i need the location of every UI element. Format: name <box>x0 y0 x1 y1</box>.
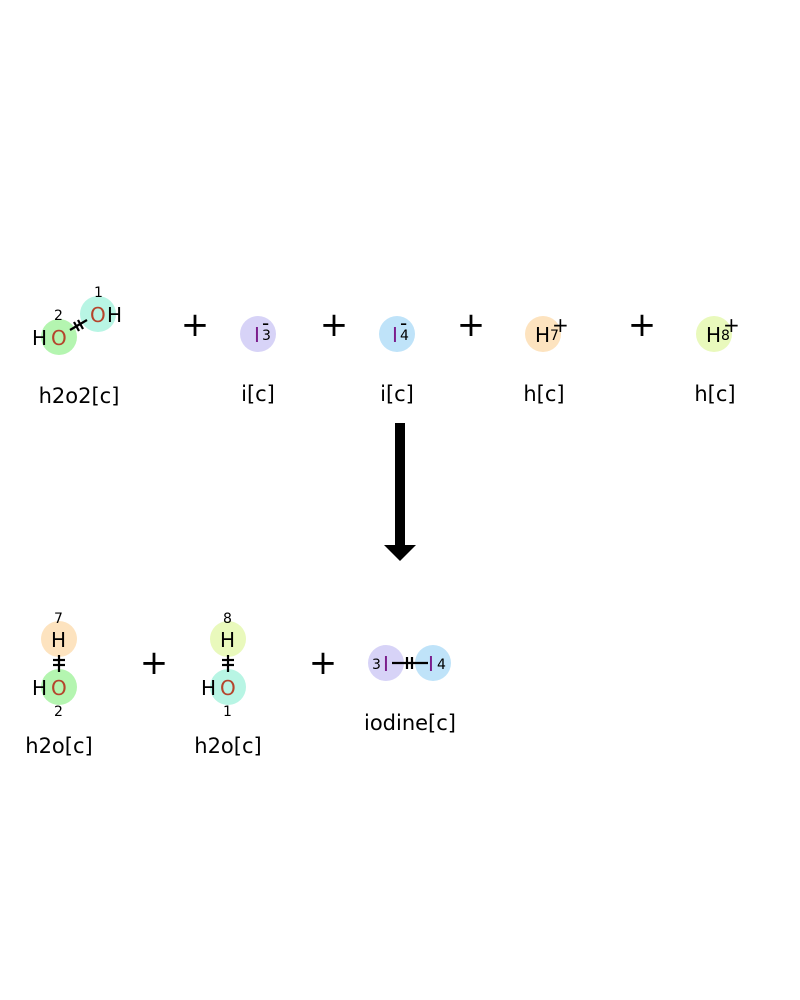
atom-o2-number: 2 <box>54 704 63 720</box>
atom-o1-hydrogen: H <box>107 303 122 327</box>
atom-h7-label: H <box>535 323 550 347</box>
reactant-h2o2: O H 1 H O 2 h2o2[c] <box>32 285 122 408</box>
atom-i4-label: I <box>392 323 398 347</box>
atom-o1-number: 1 <box>94 285 103 301</box>
atom-i4-number: 4 <box>437 657 446 673</box>
compound-name-i3: i[c] <box>241 382 275 406</box>
atom-highlight-h8 <box>696 316 732 352</box>
atom-highlight-i4 <box>415 645 451 681</box>
compound-name-h7: h[c] <box>523 382 564 406</box>
atom-i4-charge: - <box>400 311 407 335</box>
reactant-iodide-4: I 4 - i[c] <box>379 311 415 406</box>
atom-highlight-i3 <box>368 645 404 681</box>
atom-h8-number: 8 <box>223 611 232 627</box>
atom-o1-number: 1 <box>223 704 232 720</box>
plus-sign: + <box>320 305 349 345</box>
product-water-2: 8 H H O 1 h2o[c] <box>194 611 261 758</box>
atom-highlight-o1 <box>80 296 116 332</box>
plus-sign: + <box>628 305 657 345</box>
atom-h7-number: 7 <box>550 328 559 344</box>
atom-h7-number: 7 <box>54 611 63 627</box>
atom-h8-number: 8 <box>721 328 730 344</box>
atom-o1-label: O <box>90 303 106 327</box>
atom-h7-label: H <box>51 628 66 652</box>
atom-highlight-i3 <box>240 316 276 352</box>
atom-i3-number: 3 <box>372 657 381 673</box>
atom-i3-charge: - <box>262 311 269 335</box>
plus-sign: + <box>181 305 210 345</box>
product-water-1: 7 H H O 2 h2o[c] <box>25 611 92 758</box>
compound-name-h2o2: h2o2[c] <box>39 384 120 408</box>
compound-name-iodine: iodine[c] <box>364 711 456 735</box>
compound-name-water-2: h2o[c] <box>194 734 261 758</box>
plus-sign: + <box>309 643 338 683</box>
atom-o2-label: O <box>51 676 67 700</box>
atom-o2-number: 2 <box>54 308 63 324</box>
atom-o1-label: O <box>220 676 236 700</box>
atom-highlight-h8 <box>210 621 246 657</box>
atom-highlight-h7 <box>525 316 561 352</box>
atom-i3-number: 3 <box>262 328 271 344</box>
atom-h8-charge: + <box>723 313 740 337</box>
atom-i3-label: I <box>383 652 389 676</box>
compound-name-i4: i[c] <box>380 382 414 406</box>
plus-sign: + <box>457 305 486 345</box>
atom-highlight-i4 <box>379 316 415 352</box>
atom-i3-label: I <box>254 323 260 347</box>
reaction-arrow <box>384 423 416 561</box>
arrow-head <box>384 545 416 561</box>
atom-o1-hydrogen: H <box>201 676 216 700</box>
atom-o2-hydrogen: H <box>32 326 47 350</box>
atom-highlight-h7 <box>41 621 77 657</box>
atom-highlight-o2 <box>41 319 77 355</box>
atom-o2-label: O <box>51 326 67 350</box>
compound-name-h8: h[c] <box>694 382 735 406</box>
atom-highlight-o1 <box>210 669 246 705</box>
arrow-shaft <box>395 423 405 546</box>
atom-highlight-o2 <box>41 669 77 705</box>
reactant-proton-7: H 7 + h[c] <box>523 313 568 406</box>
atom-h8-label: H <box>706 323 721 347</box>
atom-h8-label: H <box>220 628 235 652</box>
atom-h7-charge: + <box>552 313 569 337</box>
reactant-proton-8: H 8 + h[c] <box>694 313 739 406</box>
product-iodine: 3 I I 4 iodine[c] <box>364 645 456 735</box>
reactant-iodide-3: I 3 - i[c] <box>240 311 276 406</box>
atom-o2-hydrogen: H <box>32 676 47 700</box>
plus-sign: + <box>140 643 169 683</box>
compound-name-water-1: h2o[c] <box>25 734 92 758</box>
atom-i4-number: 4 <box>400 328 409 344</box>
atom-i4-label: I <box>428 652 434 676</box>
